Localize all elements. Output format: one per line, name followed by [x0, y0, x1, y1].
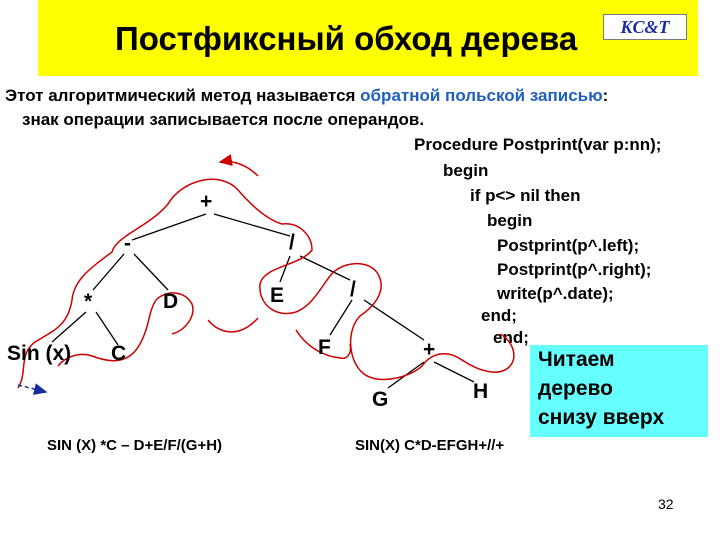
edge-star-c	[95, 311, 119, 346]
code-line-3: if p<> nil then	[470, 186, 581, 205]
node-h: H	[473, 380, 489, 403]
edge-minus-d	[133, 253, 169, 291]
edge-slash-f	[329, 299, 353, 336]
read-note-line-1: Читаем	[538, 348, 615, 371]
intro-line-2: знак операции записывается после операнд…	[22, 110, 425, 129]
node-g: G	[372, 388, 389, 411]
node-minus: -	[124, 232, 131, 255]
code-line-8: end;	[481, 306, 517, 325]
edge-minus-star	[92, 253, 125, 291]
code-line-2: begin	[443, 161, 489, 180]
sin-arrow	[17, 383, 48, 395]
kct-logo: KC&T	[603, 14, 687, 40]
read-note-box: Читаем дерево снизу вверх	[530, 345, 708, 437]
code-line-6: Postprint(p^.right);	[497, 260, 652, 279]
code-line-5: Postprint(p^.left);	[497, 236, 640, 255]
edge-plus-minus	[131, 213, 207, 241]
node-f: F	[318, 336, 331, 359]
edge-slash-plus	[363, 299, 425, 341]
edge-star-sin	[51, 311, 87, 343]
read-note-line-3: снизу вверх	[538, 406, 665, 429]
intro-line-1: Этот алгоритмический метод называется об…	[5, 86, 608, 106]
node-c: C	[111, 342, 127, 365]
intro-highlight: обратной польской записью	[360, 86, 603, 105]
intro-suffix: :	[602, 86, 609, 105]
code-line-9: end;	[493, 328, 529, 347]
infix-expression: SIN (X) *C – D+E/F/(G+H)	[47, 437, 223, 454]
node-d: D	[163, 290, 179, 313]
node-slash-1: /	[289, 231, 295, 254]
node-plus-2: +	[423, 338, 436, 361]
start-arrow	[218, 154, 259, 177]
code-line-1: Procedure Postprint(var p:nn);	[414, 135, 662, 154]
intro-prefix: Этот алгоритмический метод называется	[5, 86, 361, 105]
read-note-line-2: дерево	[538, 377, 613, 400]
node-e: E	[270, 284, 285, 307]
title-band	[38, 0, 698, 76]
slide-title: Постфиксный обход дерева	[115, 20, 578, 57]
tree-edges	[51, 213, 475, 389]
code-line-4: begin	[487, 211, 533, 230]
node-slash-2: /	[350, 278, 356, 301]
node-star: *	[84, 290, 93, 313]
edge-plus-h	[433, 361, 475, 383]
traversal-path	[17, 178, 515, 389]
edge-plus-slash	[213, 213, 291, 237]
postfix-expression: SIN(X) C*D-EFGH+//+	[355, 437, 505, 454]
code-line-7: write(p^.date);	[497, 284, 614, 303]
node-sin-x: Sin (x)	[7, 342, 72, 365]
edge-slash-slash	[299, 255, 351, 281]
edge-slash-e	[279, 255, 291, 283]
node-plus-root: +	[200, 190, 213, 213]
page-number: 32	[658, 496, 674, 512]
